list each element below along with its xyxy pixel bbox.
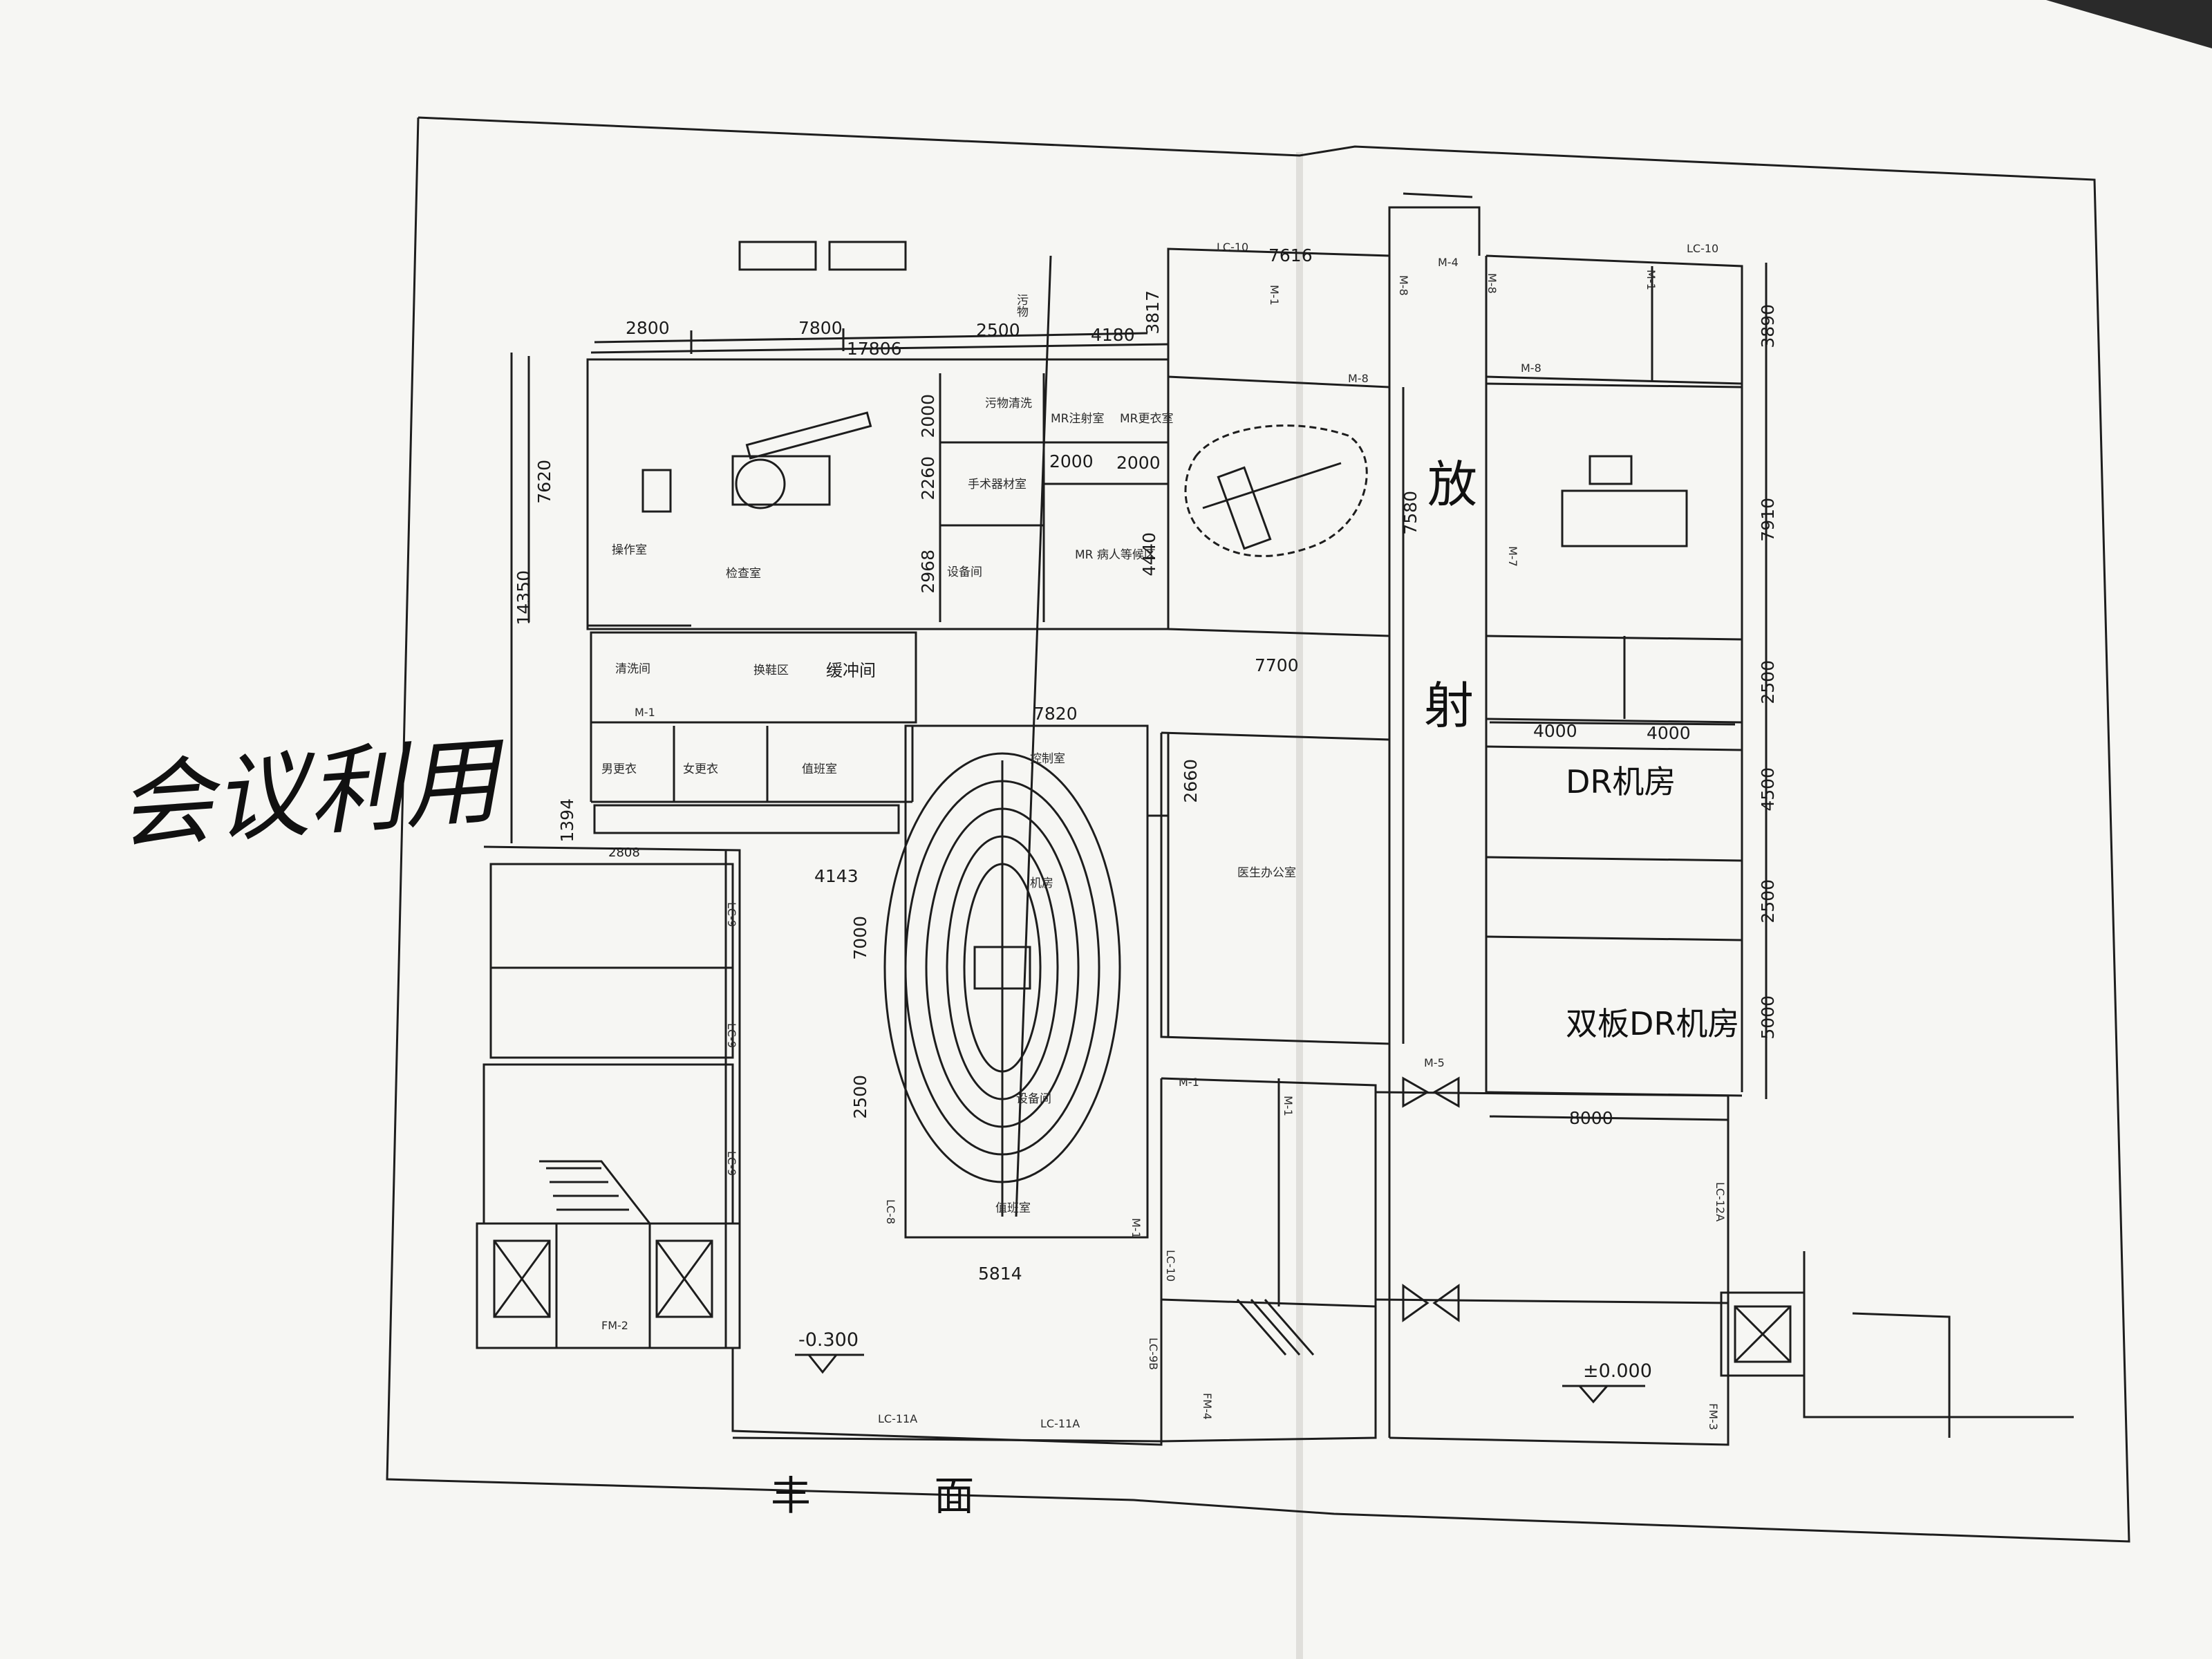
level-plus-minus-0000: ±0.000: [1583, 1360, 1652, 1382]
dim-5814: 5814: [978, 1264, 1022, 1284]
tag-fm4: FM-4: [1201, 1393, 1214, 1420]
room-jianchashi: 检查室: [726, 567, 761, 581]
room-yisheng: 医生办公室: [1237, 866, 1296, 880]
room-nan-gengyi: 男更衣: [601, 762, 637, 776]
dim-2260: 2260: [918, 456, 938, 500]
dim-7910: 7910: [1758, 498, 1778, 542]
tag-lc9-b: LC-9: [725, 1023, 738, 1049]
dim-3890: 3890: [1758, 304, 1778, 348]
room-wuwu-qingxi: 污物清洗: [985, 397, 1032, 411]
dim-2000-c: 2000: [1116, 453, 1161, 473]
room-nv-gengyi: 女更衣: [683, 762, 718, 776]
tag-m7: M-7: [1506, 546, 1519, 567]
tag-m1-e: M-1: [1282, 1096, 1295, 1116]
tag-fm2: FM-2: [601, 1319, 628, 1332]
dim-2800: 2800: [626, 318, 670, 338]
dim-2968: 2968: [918, 550, 938, 594]
tag-lc9-a: LC-9: [725, 902, 738, 928]
tag-m1-b: M-1: [1644, 270, 1658, 290]
tag-m8-c: M-8: [1348, 372, 1369, 385]
dim-2500-right: 2500: [1758, 660, 1778, 704]
handwritten-note: 会议利用: [114, 724, 503, 863]
tag-m1-d: M-1: [1179, 1076, 1199, 1089]
dim-2500-left: 2500: [850, 1075, 870, 1119]
room-zhiban: 值班室: [802, 762, 837, 776]
room-dr2: 双板DR机房: [1566, 1005, 1740, 1042]
dim-7620: 7620: [534, 460, 554, 504]
dim-4440: 4440: [1139, 532, 1159, 577]
dim-8000: 8000: [1569, 1108, 1613, 1128]
dim-2500-top: 2500: [976, 320, 1020, 340]
dim-7000: 7000: [850, 916, 870, 960]
tag-m1-a: M-1: [1268, 285, 1281, 306]
dim-2000-b: 2000: [1049, 451, 1094, 471]
dim-2808: 2808: [608, 845, 640, 860]
tag-m4: M-4: [1438, 256, 1459, 269]
room-jifang: 机房: [1030, 877, 1053, 890]
dim-4500: 4500: [1758, 767, 1778, 812]
room-shebei-jian: 设备间: [947, 565, 982, 579]
title-char-fang: 放: [1427, 456, 1478, 514]
dim-4000-a: 4000: [1533, 721, 1577, 741]
room-mr-zhushe: MR注射室: [1051, 412, 1105, 426]
tag-m5: M-5: [1424, 1056, 1445, 1069]
tag-lc8: LC-8: [884, 1199, 897, 1225]
dim-4180: 4180: [1091, 325, 1135, 345]
room-mr-gengyi: MR更衣室: [1120, 412, 1174, 426]
dim-4000-b: 4000: [1647, 723, 1691, 743]
dim-5000: 5000: [1758, 995, 1778, 1040]
tag-m8-d: M-8: [1521, 362, 1541, 375]
room-kongzhishi: 控制室: [1030, 752, 1065, 766]
dim-2660: 2660: [1181, 759, 1201, 803]
title-char-she: 射: [1424, 677, 1474, 735]
tag-lc10-c: LC-10: [1164, 1250, 1177, 1282]
tag-m8-b: M-8: [1485, 273, 1499, 294]
dim-14350: 14350: [514, 570, 534, 626]
room-shoushu-qicai: 手术器材室: [968, 478, 1027, 491]
tag-m8-a: M-8: [1397, 275, 1410, 296]
label-wuwu: 污物: [1014, 294, 1028, 317]
dim-2000-a: 2000: [918, 394, 938, 438]
dim-7700: 7700: [1255, 655, 1299, 675]
dim-7820: 7820: [1033, 704, 1078, 724]
room-huanxie: 换鞋区: [753, 664, 789, 677]
dim-2500-right-2: 2500: [1758, 879, 1778, 924]
room-shebeijian-2: 设备间: [1016, 1092, 1051, 1106]
dim-17806: 17806: [847, 339, 902, 359]
tag-lc11a-b: LC-11A: [1040, 1417, 1080, 1430]
room-zhibanshi-2: 值班室: [995, 1201, 1031, 1215]
bottom-partial-title: 丰 面: [771, 1472, 1030, 1519]
tag-lc9-c: LC-9: [725, 1151, 738, 1177]
tag-fm3: FM-3: [1707, 1403, 1720, 1430]
dim-3817: 3817: [1143, 290, 1163, 335]
tag-m1-c: M-1: [635, 706, 655, 719]
room-mr-bingren: MR 病人等候区: [1075, 548, 1156, 562]
tag-lc12a: LC-12A: [1714, 1182, 1727, 1222]
level-minus-0300: -0.300: [798, 1329, 859, 1351]
room-qingxijian: 清洗间: [615, 662, 650, 676]
room-dr: DR机房: [1566, 763, 1676, 800]
tag-m1-f: M-1: [1130, 1218, 1143, 1239]
dim-1394: 1394: [557, 798, 577, 843]
dim-7580: 7580: [1400, 491, 1421, 535]
room-caozuoshi: 操作室: [612, 543, 647, 557]
tag-lc9b: LC-9B: [1147, 1338, 1160, 1371]
room-huanchong: 缓冲间: [826, 661, 876, 680]
tag-lc10-b: LC-10: [1687, 242, 1719, 255]
dim-4143: 4143: [814, 866, 859, 886]
tag-lc11a-a: LC-11A: [878, 1412, 918, 1425]
dim-7616: 7616: [1268, 245, 1313, 265]
dim-7800: 7800: [798, 318, 843, 338]
tag-lc10-a: LC-10: [1217, 241, 1249, 254]
